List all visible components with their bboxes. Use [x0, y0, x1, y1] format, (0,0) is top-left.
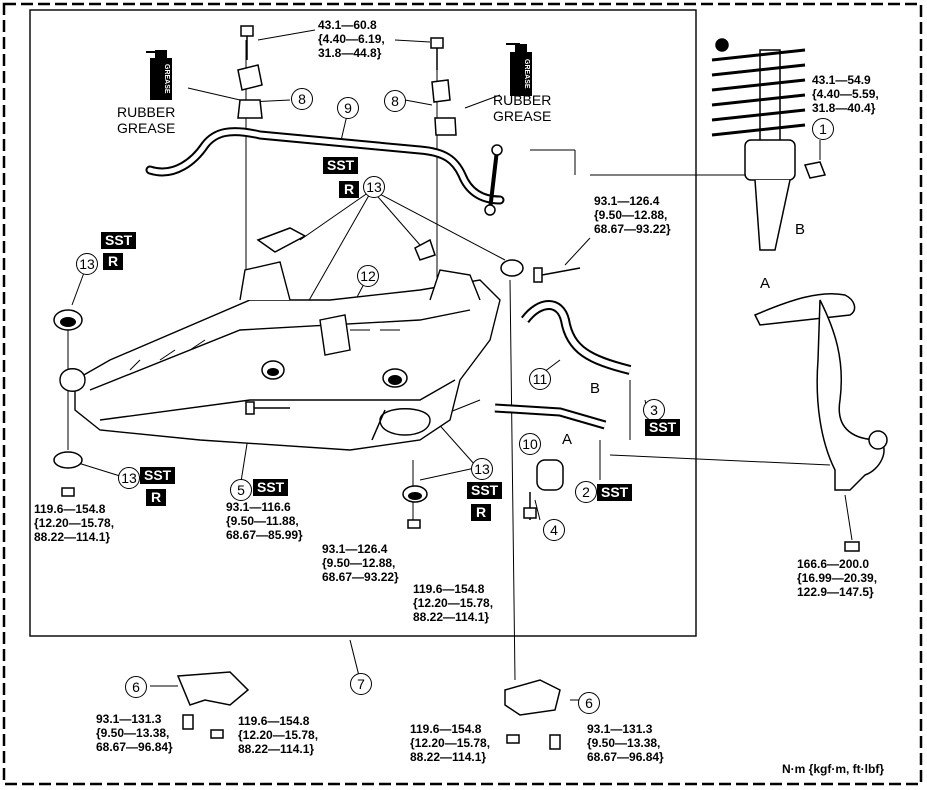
callout-8-left: 8 — [291, 88, 313, 110]
torque-top: 43.1—60.8 {4.40—6.19, 31.8—44.8} — [318, 18, 385, 60]
torque-bracket-bolt-right: 93.1—131.3 {9.50—13.38, 68.67—96.84} — [587, 722, 664, 764]
crossmember-assembly-box — [29, 9, 697, 637]
callout-12: 12 — [357, 265, 379, 287]
callout-2: 2 — [575, 481, 597, 503]
rubber-mount-top-right — [500, 259, 524, 277]
rubber-grease-label-left: RUBBER GREASE — [117, 104, 176, 136]
stopper-plate — [256, 227, 307, 253]
torque-left-bottom: 119.6—154.8 {12.20—15.78, 88.22—114.1} — [34, 502, 115, 544]
callout-9: 9 — [337, 97, 359, 119]
units-label: N·m {kgf·m, ft·lbf} — [782, 762, 884, 776]
sst-tag-5: SST — [253, 479, 289, 496]
bushing-bracket-right — [431, 79, 451, 103]
letter-b-strut: B — [795, 221, 806, 238]
callout-5: 5 — [230, 479, 252, 501]
sst-tag-13-bottom-left: SST — [140, 467, 176, 484]
bolt-top-right — [430, 37, 444, 49]
bracket-6-left — [176, 671, 250, 706]
torque-bracket-nut-left: 119.6—154.8 {12.20—15.78, 88.22—114.1} — [238, 714, 319, 756]
callout-13-bottom-right: 13 — [471, 458, 493, 480]
bushing-right — [434, 117, 457, 136]
crossmember — [59, 261, 501, 451]
bushing-4 — [536, 459, 564, 491]
bushing-left — [237, 99, 263, 119]
callout-11: 11 — [529, 368, 551, 390]
callout-13-bottom-left: 13 — [118, 467, 140, 489]
r-tag-9: R — [339, 181, 360, 198]
grease-can-label-right: GREASE — [523, 59, 530, 89]
upper-control-arm — [753, 292, 856, 326]
letter-b-arm: B — [590, 380, 601, 397]
callout-13-top: 13 — [363, 176, 385, 198]
torque-strut: 43.1—54.9 {4.40—5.59, 31.8—40.4} — [812, 73, 879, 115]
r-tag-13-left: R — [103, 253, 124, 270]
rubber-grease-label-right: RUBBER GREASE — [493, 92, 552, 124]
upper-arm-11 — [521, 300, 632, 375]
shock-absorber — [711, 38, 806, 251]
grease-can-left — [146, 50, 172, 100]
callout-10: 10 — [519, 433, 541, 455]
torque-bracket-bolt-left: 93.1—131.3 {9.50—13.38, 68.67—96.84} — [96, 712, 173, 754]
bracket-6-right — [504, 679, 561, 716]
torque-bolt-5: 93.1—116.6 {9.50—11.88, 68.67—85.99} — [226, 500, 303, 542]
clip — [414, 238, 436, 261]
sst-tag-9: SST — [323, 157, 359, 174]
sst-tag-2: SST — [597, 484, 633, 501]
bushing-bracket-left — [237, 64, 263, 91]
rubber-mount-left-lower — [53, 451, 83, 469]
callout-6-right: 6 — [578, 692, 600, 714]
sst-tag-13-bottom-right: SST — [467, 482, 503, 499]
letter-a-arm: A — [562, 431, 573, 448]
callout-8-right: 8 — [384, 90, 406, 112]
callout-4: 4 — [543, 519, 565, 541]
torque-arm-11: 93.1—126.4 {9.50—12.88, 68.67—93.22} — [594, 194, 671, 236]
torque-right-bottom: 119.6—154.8 {12.20—15.78, 88.22—114.1} — [413, 582, 494, 624]
sst-tag-13-left: SST — [101, 232, 137, 249]
sst-tag-3: SST — [645, 419, 681, 436]
r-tag-13-bottom-left: R — [146, 489, 167, 506]
grease-can-label-left: GREASE — [163, 64, 170, 94]
bolt-top-left — [240, 25, 254, 37]
torque-knuckle: 166.6—200.0 {16.99—20.39, 122.9—147.5} — [797, 557, 878, 599]
torque-center: 93.1—126.4 {9.50—12.88, 68.67—93.22} — [322, 542, 399, 584]
callout-3: 3 — [643, 399, 665, 421]
callout-6-left: 6 — [125, 676, 147, 698]
r-tag-13-bottom-right: R — [471, 504, 492, 521]
callout-1: 1 — [812, 118, 834, 140]
letter-a-strut: A — [760, 275, 771, 292]
steering-knuckle — [816, 299, 885, 491]
grease-can-right — [506, 43, 532, 96]
callout-13-left: 13 — [76, 253, 98, 275]
callout-7: 7 — [350, 673, 372, 695]
torque-bracket-nut-right: 119.6—154.8 {12.20—15.78, 88.22—114.1} — [410, 722, 491, 764]
